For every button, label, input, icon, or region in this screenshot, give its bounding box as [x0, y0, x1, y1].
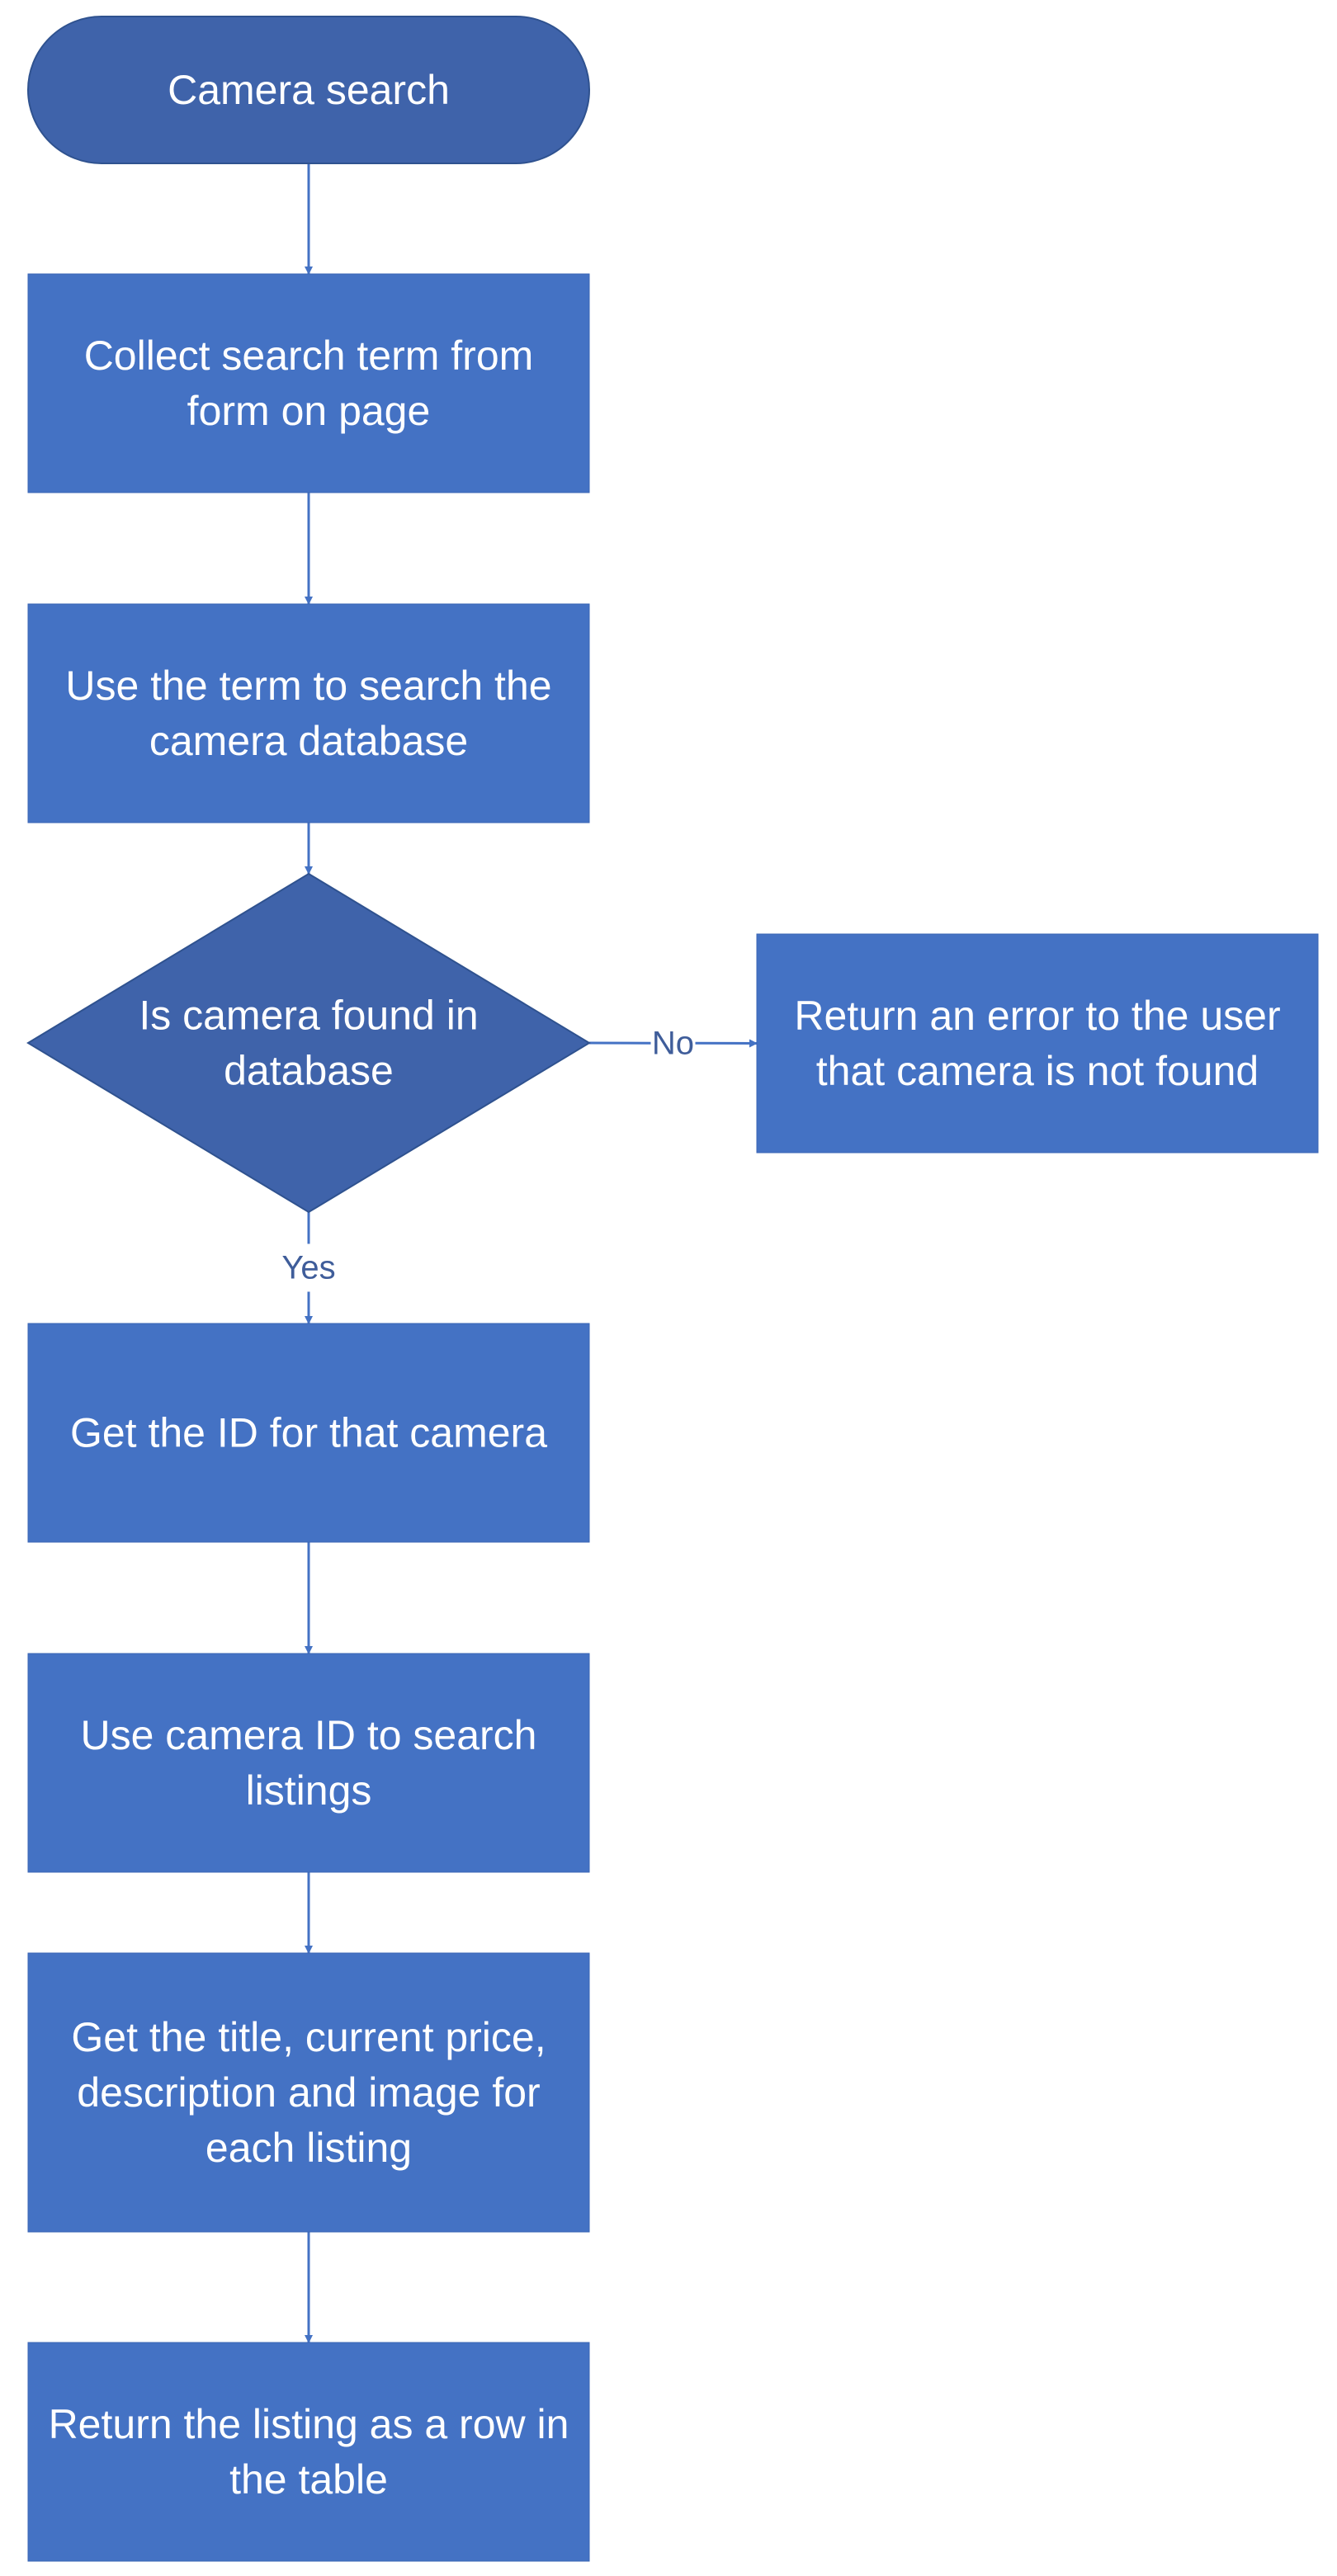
node-return-row: Return the listing as a row in the table [27, 2342, 590, 2562]
decision-diamond [26, 872, 591, 1214]
node-text-line: Is camera found in [139, 993, 478, 1039]
edge-label-yes: Yes [281, 1250, 335, 1286]
node-error: Return an error to the user that camera i… [756, 933, 1319, 1154]
node-text-line: database [224, 1048, 394, 1094]
node-text-line: description and image for [77, 2069, 540, 2116]
node-get-details: Get the title, current price, description… [27, 1952, 590, 2233]
process-box [756, 933, 1319, 1154]
node-text-line: the table [229, 2456, 388, 2503]
connector-decision-to-get-id: Yes [281, 1212, 336, 1324]
node-text-line: form on page [187, 388, 431, 434]
node-text-line: Return an error to the user [794, 993, 1280, 1039]
process-box [27, 1323, 590, 1543]
node-text-line: Use the term to search the [65, 663, 551, 709]
process-box [27, 273, 590, 493]
terminal-shape [27, 16, 590, 164]
node-text-line: Get the ID for that camera [70, 1410, 547, 1456]
node-search-db: Use the term to search the camera databas… [27, 603, 590, 823]
node-text-line: each listing [206, 2125, 412, 2171]
connector-decision-to-error: No [588, 1025, 758, 1061]
node-start: Camera search [27, 16, 590, 164]
node-text-line: Use camera ID to search [81, 1712, 537, 1758]
process-box [27, 1952, 590, 2233]
node-search-listings: Use camera ID to search listings [27, 1653, 590, 1873]
node-text-line: that camera is not found [816, 1048, 1259, 1094]
node-text-line: camera database [149, 718, 468, 764]
node-get-id: Get the ID for that camera [27, 1323, 590, 1543]
node-text-line: Collect search term from [84, 333, 534, 379]
process-box [27, 603, 590, 823]
process-box [27, 1653, 590, 1873]
node-text-line: Camera search [168, 67, 450, 113]
node-text-line: Return the listing as a row in [49, 2401, 569, 2447]
process-box [27, 2342, 590, 2562]
node-collect: Collect search term from form on page [27, 273, 590, 493]
node-text-line: listings [246, 1767, 372, 1814]
node-decision: Is camera found in database [26, 872, 591, 1214]
node-text-line: Get the title, current price, [71, 2014, 546, 2060]
edge-label-no: No [652, 1025, 694, 1061]
